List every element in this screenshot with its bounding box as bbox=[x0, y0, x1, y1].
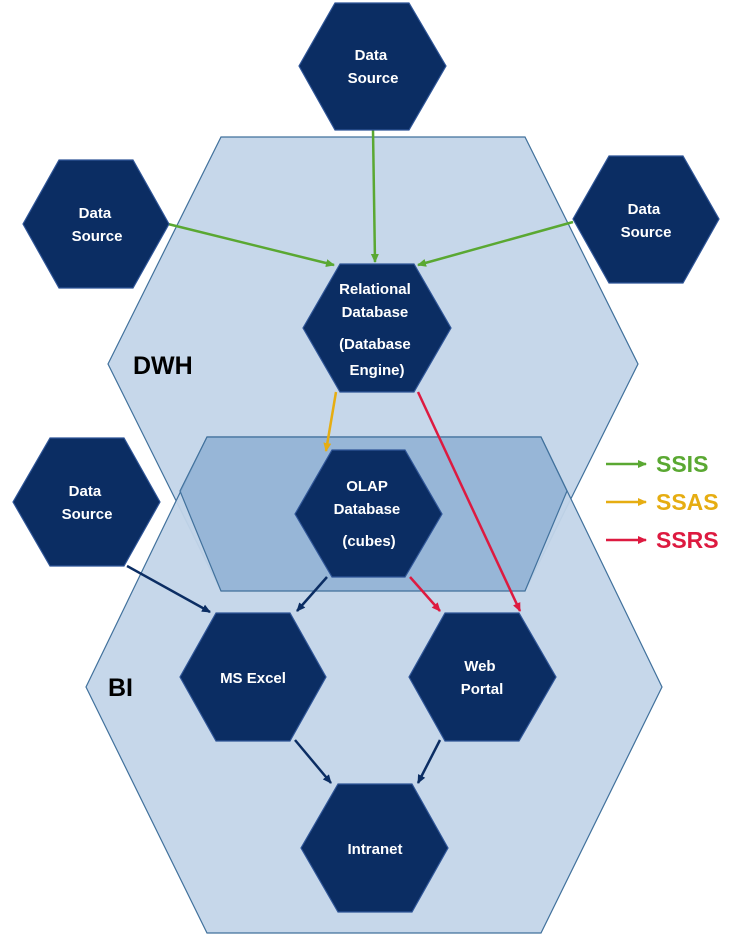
ssas-arrow bbox=[323, 391, 338, 452]
web-portal-text: Web Portal bbox=[461, 658, 504, 698]
bi-label: BI bbox=[108, 674, 133, 702]
olap-database-text: OLAP Database (cubes) bbox=[334, 478, 405, 550]
dwh-label: DWH bbox=[133, 352, 193, 380]
relational-database-node: Relational Database (Database Engine) bbox=[302, 263, 452, 393]
legend-item-ssis: SSIS bbox=[606, 451, 708, 477]
data-source-bottom-left-text: Data Source bbox=[62, 483, 113, 523]
flow-arrow-portal-to-intranet bbox=[416, 739, 442, 784]
flow-arrow-olap-to-excel bbox=[296, 576, 328, 612]
ssis-arrow-left bbox=[167, 222, 335, 267]
data-source-left-node: Data Source bbox=[22, 159, 170, 289]
data-source-top-text: Data Source bbox=[348, 47, 399, 87]
ssrs-arrow-db-to-portal bbox=[416, 391, 522, 612]
legend-item-ssrs: SSRS bbox=[606, 527, 719, 553]
ssis-arrow-right bbox=[417, 220, 574, 267]
intranet-text: Intranet bbox=[347, 841, 402, 858]
data-source-left-text: Data Source bbox=[72, 205, 123, 245]
web-portal-node: Web Portal bbox=[408, 612, 557, 742]
legend: SSIS SSAS SSRS bbox=[606, 451, 719, 553]
ssis-arrow-top bbox=[370, 129, 379, 263]
data-source-right-node: Data Source bbox=[572, 155, 720, 284]
ms-excel-text: MS Excel bbox=[220, 670, 286, 687]
flow-arrow-excel-to-intranet bbox=[294, 739, 332, 784]
legend-item-ssas: SSAS bbox=[606, 489, 719, 515]
olap-database-node: OLAP Database (cubes) bbox=[294, 449, 443, 578]
data-source-top-node: Data Source bbox=[298, 2, 447, 131]
intranet-node: Intranet bbox=[300, 783, 449, 913]
legend-ssis-label: SSIS bbox=[656, 451, 708, 477]
ssrs-arrow-olap-to-portal bbox=[409, 576, 441, 612]
relational-database-text: Relational Database (Database Engine) bbox=[339, 281, 415, 379]
data-source-bottom-left-node: Data Source bbox=[12, 437, 161, 567]
flow-arrow-source-to-excel bbox=[126, 564, 211, 614]
legend-ssrs-label: SSRS bbox=[656, 527, 719, 553]
ms-excel-node: MS Excel bbox=[179, 612, 327, 742]
data-source-right-text: Data Source bbox=[621, 201, 672, 241]
legend-ssas-label: SSAS bbox=[656, 489, 719, 515]
